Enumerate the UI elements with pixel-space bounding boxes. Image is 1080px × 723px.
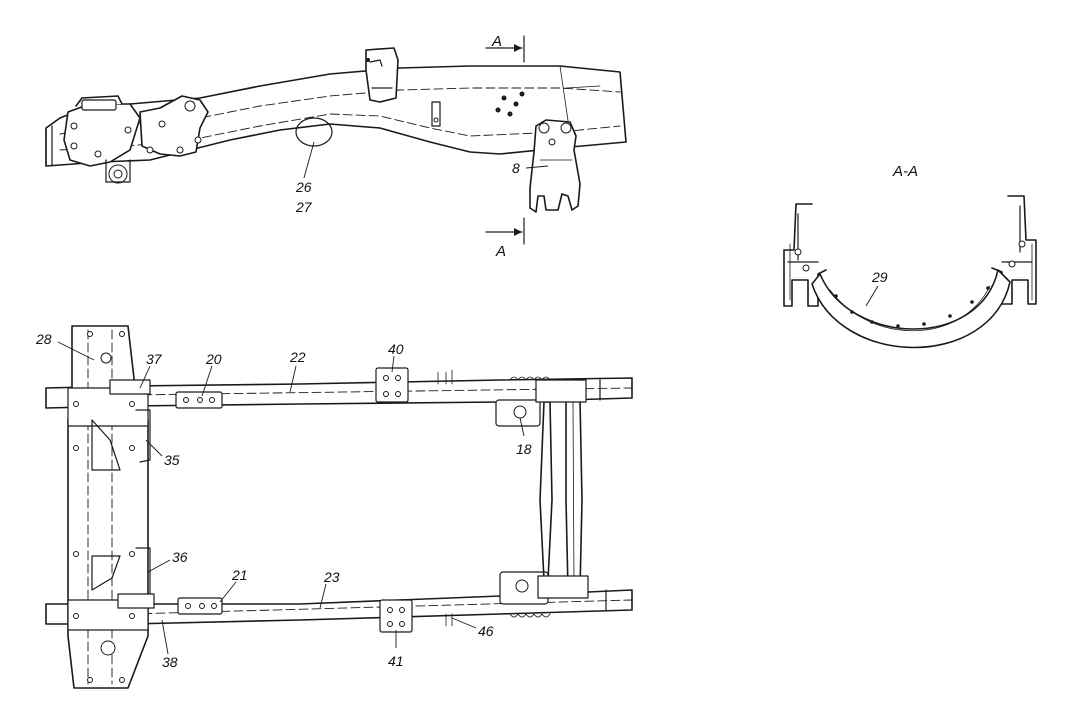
section-view-a-a bbox=[783, 195, 1037, 349]
section-title: A-A bbox=[892, 163, 918, 180]
callout-22: 22 bbox=[289, 349, 306, 365]
leader-20 bbox=[201, 365, 213, 397]
callout-27: 27 bbox=[295, 199, 313, 215]
callout-35: 35 bbox=[164, 452, 180, 468]
callout-26: 26 bbox=[295, 179, 312, 195]
callout-37: 37 bbox=[146, 351, 163, 367]
leader-8 bbox=[525, 165, 549, 169]
leader-26 bbox=[303, 141, 315, 179]
section-marker-top: A bbox=[491, 33, 502, 50]
callout-38: 38 bbox=[162, 654, 178, 670]
callout-23: 23 bbox=[323, 569, 340, 585]
callout-46: 46 bbox=[478, 623, 494, 639]
callout-20: 20 bbox=[205, 351, 222, 367]
leader-29 bbox=[865, 285, 879, 307]
leader-37 bbox=[139, 365, 151, 389]
leader-18 bbox=[519, 417, 525, 437]
callout-21: 21 bbox=[231, 567, 248, 583]
leader-21 bbox=[219, 581, 237, 603]
callout-18: 18 bbox=[516, 441, 532, 457]
leader-23 bbox=[319, 583, 327, 609]
plan-view-frame bbox=[45, 325, 633, 689]
callout-36: 36 bbox=[172, 549, 188, 565]
leader-46 bbox=[451, 617, 477, 629]
callout-28: 28 bbox=[35, 331, 52, 347]
section-marker-bottom: A bbox=[495, 243, 506, 260]
leader-35 bbox=[145, 439, 163, 457]
leader-36 bbox=[147, 559, 171, 573]
leader-22 bbox=[289, 365, 297, 393]
callout-41: 41 bbox=[388, 653, 404, 669]
callout-8: 8 bbox=[512, 160, 520, 176]
leader-40 bbox=[391, 355, 395, 373]
leader-28 bbox=[57, 341, 95, 361]
leader-38 bbox=[161, 619, 169, 655]
callout-40: 40 bbox=[388, 341, 404, 357]
side-view-frame bbox=[45, 35, 627, 245]
callout-29: 29 bbox=[871, 269, 888, 285]
